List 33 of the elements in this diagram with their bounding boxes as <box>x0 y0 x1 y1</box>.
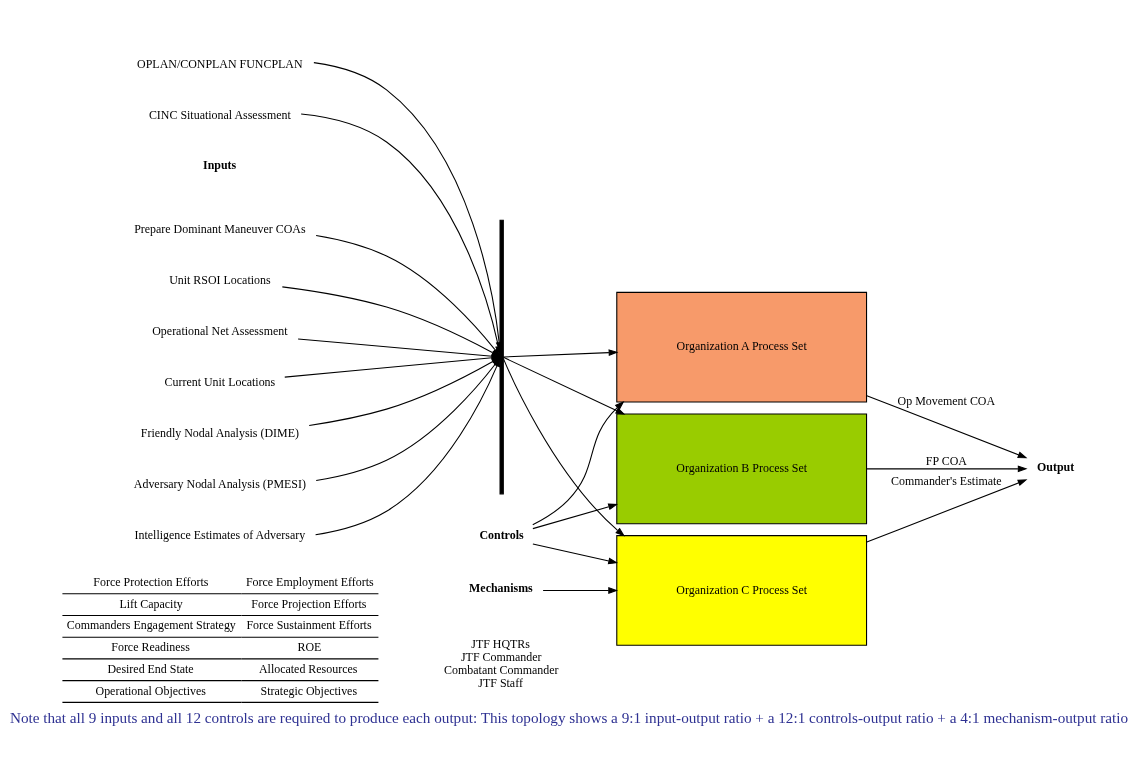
node-text: CINC Situational Assessment <box>148 107 291 122</box>
label: JTF HQTRs <box>471 636 530 651</box>
label: Force Sustainment Efforts <box>246 618 372 633</box>
node-text: Controls <box>479 528 524 543</box>
label: Force Protection Efforts <box>93 574 209 589</box>
node-text: Output <box>1037 459 1075 474</box>
edge-label: Op Movement COA <box>897 393 996 408</box>
label: Allocated Resources <box>258 661 358 676</box>
label: Force Readiness <box>111 640 190 655</box>
caption: Note that all 9 inputs and all 12 controls are required to produce each output: This topology shows a 9:1 input-output ratio + a 12:1 controls-output ratio + a 4:1 mechanism-output ratio <box>9 709 1129 727</box>
edge-label: FP COA <box>925 454 967 469</box>
label: Force Employment Efforts <box>245 574 374 589</box>
label: Operational Objectives <box>95 683 206 698</box>
node-text: OPLAN/CONPLAN FUNCPLAN <box>137 56 303 71</box>
label: JTF Staff <box>478 675 523 690</box>
node-text: Unit RSOI Locations <box>169 273 271 288</box>
node-text: Operational Net Assessment <box>152 324 288 339</box>
node-text: Adversary Nodal Analysis (PMESI) <box>133 477 306 492</box>
node-text: Current Unit Locations <box>164 375 276 390</box>
label: Inputs <box>203 157 237 172</box>
label: Lift Capacity <box>119 596 183 611</box>
node-text: Intelligence Estimates of Adversary <box>134 528 306 543</box>
label: Commanders Engagement Strategy <box>66 618 236 633</box>
label: Combatant Commander <box>444 662 559 677</box>
label: Force Projection Efforts <box>251 596 367 611</box>
node-text: Friendly Nodal Analysis (DIME) <box>140 426 299 441</box>
edge-label: Commander's Estimate <box>891 473 1002 488</box>
node-text: Mechanisms <box>469 581 533 596</box>
label: ROE <box>297 640 322 655</box>
label: JTF Commander <box>460 649 542 664</box>
label: Strategic Objectives <box>260 683 358 698</box>
label: Desired End State <box>107 661 194 676</box>
node-text: Prepare Dominant Maneuver COAs <box>134 221 306 236</box>
